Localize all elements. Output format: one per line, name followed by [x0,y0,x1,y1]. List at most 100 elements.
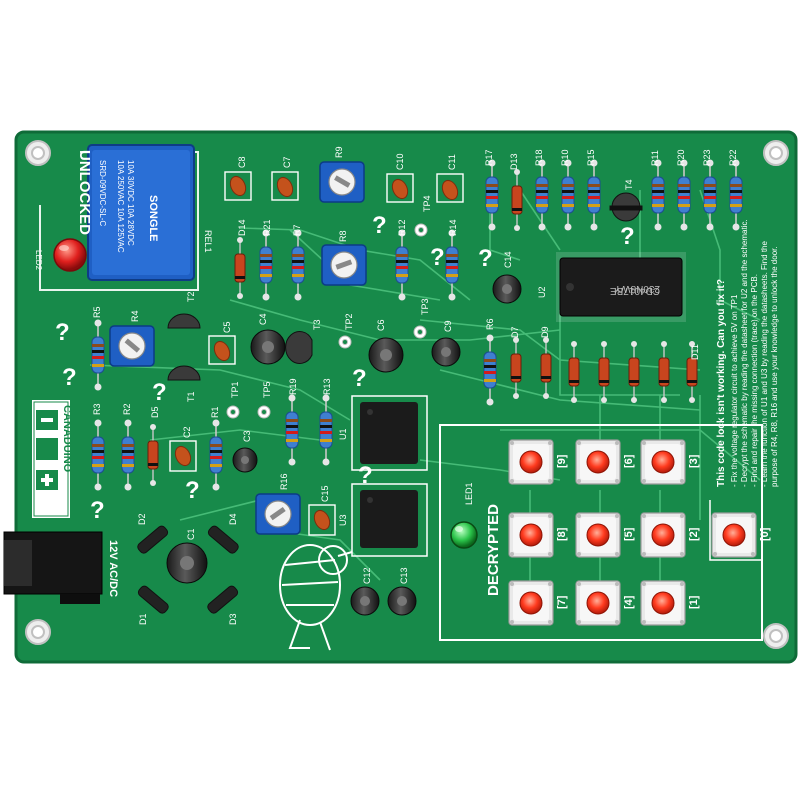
relay-spec-2: 10A 30VDC 10A 28VDC [126,160,135,246]
dc-jack [3,531,103,604]
ref-led1: LED1 [464,482,474,505]
ref-c8: C8 [237,156,247,168]
diode [511,169,523,231]
brand-label: CANADUINO [61,405,73,473]
ref-d5: D5 [150,406,160,418]
ref-c12: C12 [362,567,372,584]
resistor [291,229,305,301]
ref-r23: R23 [702,149,712,166]
question-mark: ? [90,497,105,524]
keypad-key-label: [1] [688,595,700,609]
keypad-key[interactable]: [6] [575,439,635,485]
question-mark: ? [352,365,367,392]
ref-r11: R11 [650,150,660,166]
ref-tp4: TP4 [422,195,432,212]
ceramic-caps [174,175,459,531]
ref-c10: C10 [395,153,405,170]
keypad-key[interactable]: [8] [508,512,568,558]
mounting-holes [25,140,789,649]
ref-c15: C15 [320,485,330,502]
ref-r12: R12 [397,219,407,236]
keypad-key-label: [9] [556,454,568,468]
resistor [483,334,497,406]
resistor [587,159,601,231]
keypad[interactable]: [9] [6] [3] [8][5] [2] [0] [7] [4] [1] [508,439,771,626]
bridge-diodes [137,525,239,614]
ref-r4: R4 [130,310,140,322]
ref-r22: R22 [728,149,738,166]
ref-r10: R10 [560,149,570,166]
ref-t2: T2 [186,291,196,302]
ref-c11: C11 [447,154,457,170]
ref-r14: R14 [448,219,458,236]
diode [147,424,159,486]
ref-d11: D11 [690,344,700,360]
keypad-key[interactable]: [7] [508,580,568,626]
question-mark: ? [620,223,635,250]
relay-brand: SONGLE [147,195,159,241]
ref-c3: C3 [242,430,252,442]
ref-r17: R17 [484,149,494,166]
ref-d2: D2 [137,513,147,525]
transistors [167,192,643,381]
u2-marking-2: CD4017BE [610,285,660,296]
question-mark: ? [358,462,373,489]
keypad-key[interactable]: [5] [575,512,635,558]
test-points [226,223,428,419]
diode [628,341,640,403]
ref-r21: R21 [262,219,272,236]
question-marks: ??????????? [55,212,635,524]
resistor [729,159,743,231]
diode [568,341,580,403]
instructions-line-3: - Decrypt the schematic by reading the d… [740,219,749,487]
keypad-key[interactable]: [9] [508,439,568,485]
ref-r5: R5 [92,306,102,318]
diode [540,337,552,399]
canaduino-logo [32,400,70,518]
led1-green [450,521,478,549]
ref-d1: D1 [138,613,148,625]
ref-c7: C7 [282,156,292,168]
ref-u2: U2 [537,286,547,298]
resistor [677,159,691,231]
ref-tp3: TP3 [420,298,430,315]
instructions-line-2: - Fix the voltage regulator circuit to a… [730,294,739,487]
ref-c9: C9 [443,320,453,332]
ref-r2: R2 [122,403,132,415]
ref-r19: R19 [288,378,298,395]
resistor [535,159,549,231]
ref-r3: R3 [92,403,102,415]
ref-d14: D14 [237,219,247,236]
question-mark: ? [62,364,77,391]
resistor [209,419,223,491]
resistor [445,229,459,301]
ref-r1: R1 [210,406,220,418]
ic-u2: 230N8WY CD4017BE [556,252,686,322]
keypad-key-label: [3] [688,454,700,468]
resistors [91,159,743,491]
ref-c14: C14 [503,251,513,268]
led2-red [53,238,87,272]
ref-tp5: TP5 [262,381,272,398]
ref-c13: C13 [399,567,409,584]
ref-r15: R15 [586,149,596,166]
ic-u3 [351,483,428,557]
ref-r18: R18 [534,149,544,166]
ref-c4: C4 [258,313,268,325]
ref-tp1: TP1 [230,381,240,398]
resistor [91,419,105,491]
resistor [485,159,499,231]
ref-d9: D9 [540,326,550,338]
keypad-key[interactable]: [2] [640,512,700,558]
keypad-key-label: [4] [623,595,635,609]
keypad-key[interactable]: [1] [640,580,700,626]
keypad-key-label: [7] [556,595,568,609]
keypad-key[interactable]: [4] [575,580,635,626]
keypad-key[interactable]: [0] [711,512,771,558]
resistor [121,419,135,491]
keypad-key[interactable]: [3] [640,439,700,485]
resistor [703,159,717,231]
ref-tp2: TP2 [344,313,354,330]
diode [598,341,610,403]
keypad-key-label: [2] [688,527,700,541]
